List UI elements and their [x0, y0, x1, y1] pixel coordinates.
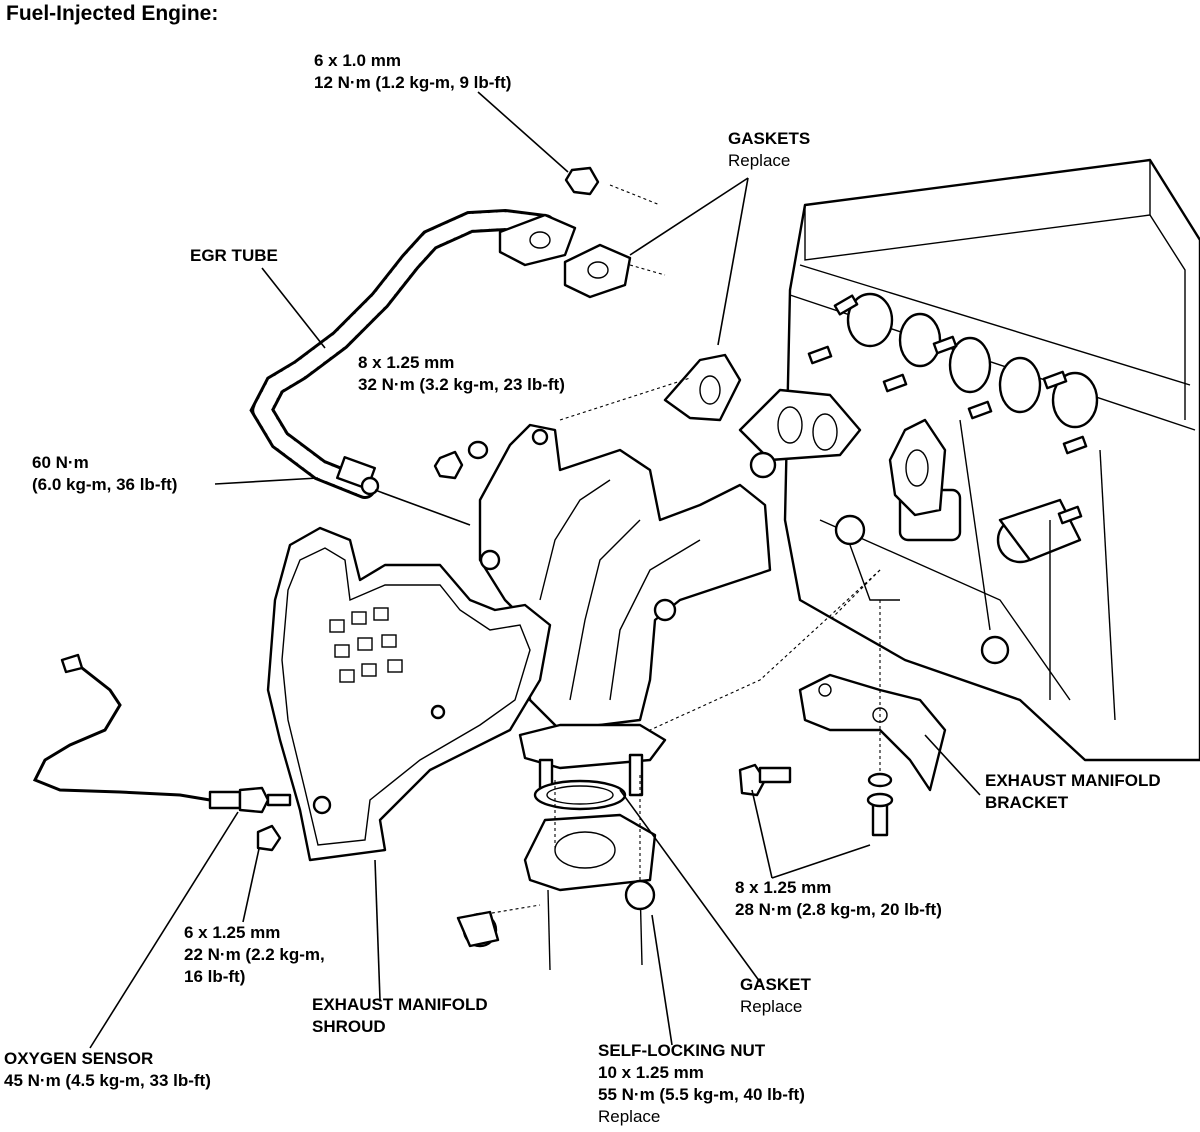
shroud-title-line1: EXHAUST MANIFOLD: [312, 995, 488, 1014]
oxygen-sensor: [32, 653, 292, 814]
manifold-nut-torque: 32 N·m (3.2 kg-m, 23 lb-ft): [358, 375, 565, 394]
bracket-bolt-size: 8 x 1.25 mm: [735, 878, 832, 897]
egr-tube-title: EGR TUBE: [190, 246, 278, 265]
self-locking-nut-torque: 55 N·m (5.5 kg-m, 40 lb-ft): [598, 1085, 805, 1104]
label-manifold-nut-spec: 8 x 1.25 mm 32 N·m (3.2 kg-m, 23 lb-ft): [358, 352, 565, 396]
label-egr-tube: EGR TUBE: [190, 245, 278, 267]
gasket-note: Replace: [740, 997, 803, 1016]
manifold-shroud: [266, 526, 552, 862]
gaskets-note: Replace: [728, 151, 791, 170]
manifold-nut-size: 8 x 1.25 mm: [358, 353, 455, 372]
egr-fitting-torque-alt: (6.0 kg-m, 36 lb-ft): [32, 475, 178, 494]
manifold-bracket: [738, 600, 947, 837]
engine-block: [783, 158, 1200, 762]
label-gaskets: GASKETS Replace: [728, 128, 810, 172]
label-oxygen-sensor: OXYGEN SENSOR 45 N·m (4.5 kg-m, 33 lb-ft…: [4, 1048, 211, 1092]
label-manifold-shroud: EXHAUST MANIFOLD SHROUD: [312, 994, 488, 1038]
fasteners: [256, 440, 500, 948]
egr-fitting-torque-nm: 60 N·m: [32, 453, 89, 472]
gaskets-title: GASKETS: [728, 129, 811, 148]
shroud-bolt-size: 6 x 1.25 mm: [184, 923, 281, 942]
self-locking-nut-title: SELF-LOCKING NUT: [598, 1041, 766, 1060]
shroud-bolt-torque: 22 N·m (2.2 kg-m,: [184, 945, 325, 964]
oxygen-sensor-torque: 45 N·m (4.5 kg-m, 33 lb-ft): [4, 1071, 211, 1090]
label-egr-bolt-spec: 6 x 1.0 mm 12 N·m (1.2 kg-m, 9 lb-ft): [314, 50, 511, 94]
label-egr-fitting-torque: 60 N·m (6.0 kg-m, 36 lb-ft): [32, 452, 177, 496]
bracket-bolt-torque: 28 N·m (2.8 kg-m, 20 lb-ft): [735, 900, 942, 919]
egr-tube: [249, 166, 632, 499]
head-gaskets: [663, 353, 947, 517]
self-locking-nut-note: Replace: [598, 1107, 661, 1126]
egr-bolt-size: 6 x 1.0 mm: [314, 51, 401, 70]
label-shroud-bolt-spec: 6 x 1.25 mm 22 N·m (2.2 kg-m, 16 lb-ft): [184, 922, 325, 988]
page-title: Fuel-Injected Engine:: [6, 2, 219, 25]
egr-bolt-torque: 12 N·m (1.2 kg-m, 9 lb-ft): [314, 73, 512, 92]
label-self-locking-nut: SELF-LOCKING NUT 10 x 1.25 mm 55 N·m (5.…: [598, 1040, 805, 1128]
oxygen-sensor-title: OXYGEN SENSOR: [4, 1049, 154, 1068]
label-bracket-bolt-spec: 8 x 1.25 mm 28 N·m (2.8 kg-m, 20 lb-ft): [735, 877, 942, 921]
bracket-title-line1: EXHAUST MANIFOLD: [985, 771, 1161, 790]
exhaust-manifold: [478, 423, 772, 802]
leader-lines: [89, 91, 981, 1049]
label-manifold-bracket: EXHAUST MANIFOLD BRACKET: [985, 770, 1161, 814]
shroud-bolt-torque-cont: 16 lb-ft): [184, 967, 246, 986]
gasket-title: GASKET: [740, 975, 811, 994]
self-locking-nut-size: 10 x 1.25 mm: [598, 1063, 704, 1082]
bracket-title-line2: BRACKET: [985, 793, 1069, 812]
shroud-title-line2: SHROUD: [312, 1017, 386, 1036]
label-gasket: GASKET Replace: [740, 974, 811, 1018]
